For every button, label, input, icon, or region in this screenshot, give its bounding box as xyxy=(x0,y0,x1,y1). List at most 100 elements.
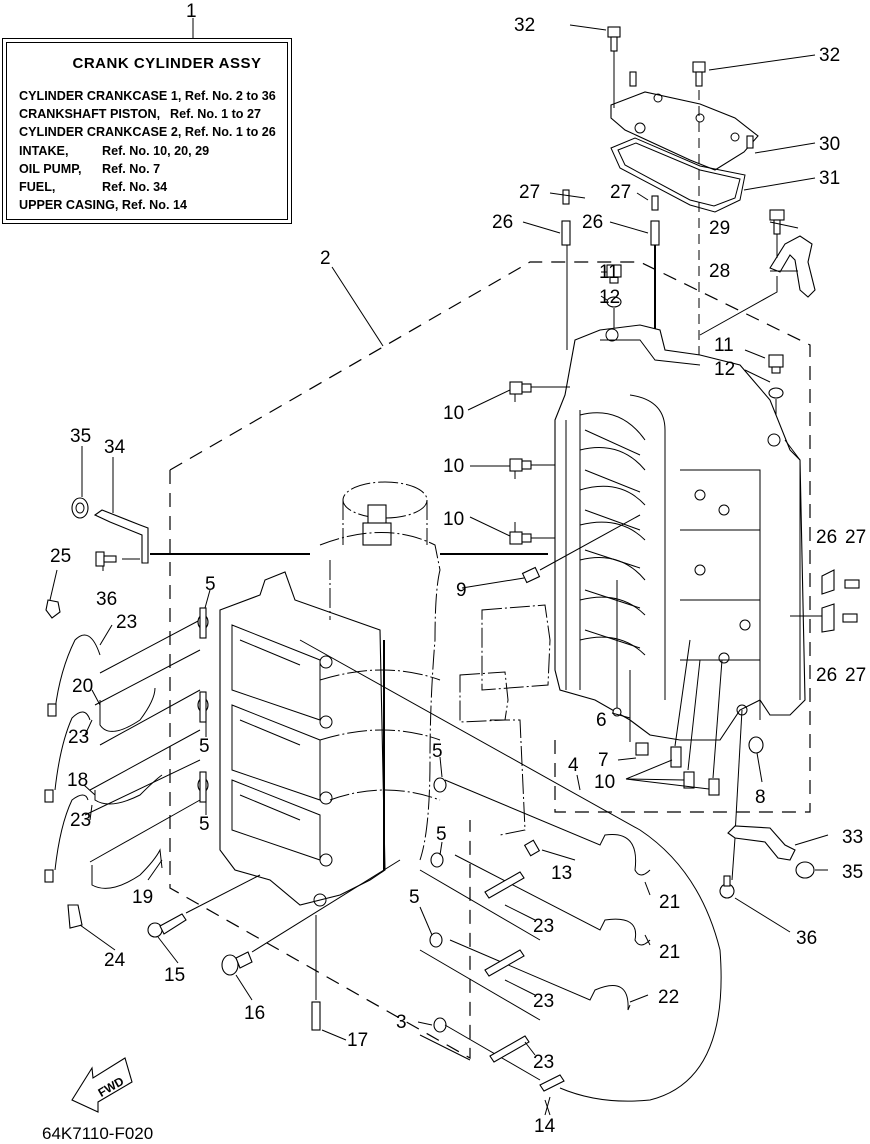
legend-row-ref: Ref. No. 1 to 26 xyxy=(184,125,276,140)
legend-row: CRANKSHAFT PISTON,Ref. No. 1 to 27 xyxy=(19,105,276,123)
crankcase-block xyxy=(554,324,806,741)
legend-row: INTAKE,Ref. No. 10, 20, 29 xyxy=(19,142,276,160)
legend-row: CYLINDER CRANKCASE 2, Ref. No. 1 to 26 xyxy=(19,123,276,141)
callout-16: 16 xyxy=(244,1003,265,1024)
legend-row: CYLINDER CRANKCASE 1, Ref. No. 2 to 36 xyxy=(19,87,276,105)
legend-row-name: CYLINDER CRANKCASE 1, xyxy=(19,89,182,103)
callout-1: 1 xyxy=(186,1,197,22)
callout-21: 21 xyxy=(659,942,680,963)
callout-2: 2 xyxy=(320,248,331,269)
legend-title: CRANK CYLINDER ASSY xyxy=(72,55,262,72)
clip-24 xyxy=(67,904,83,929)
bracket-28 xyxy=(699,209,816,336)
callout-34: 34 xyxy=(104,437,126,458)
plug-bolt-11-12-right xyxy=(768,354,784,440)
fuel-lever-34 xyxy=(93,457,149,564)
intake-fitting-10a xyxy=(509,381,570,402)
callout-27: 27 xyxy=(610,182,631,203)
legend-row: OIL PUMP,Ref. No. 7 xyxy=(19,160,276,178)
plug-bolt-11-12-top xyxy=(606,264,622,340)
callout-17: 17 xyxy=(347,1030,368,1051)
callout-22: 22 xyxy=(658,987,679,1008)
legend-rows: CYLINDER CRANKCASE 1, Ref. No. 2 to 36 C… xyxy=(19,87,276,214)
legend-row-name: FUEL, xyxy=(19,180,56,195)
leader-line xyxy=(331,266,384,347)
callout-12: 12 xyxy=(599,287,620,308)
legend-row-name: OIL PUMP, xyxy=(19,161,82,176)
bolt-32a xyxy=(607,26,621,108)
callout-8: 8 xyxy=(755,787,766,808)
callout-18: 18 xyxy=(67,770,88,791)
legend-inner-border: CRANK CYLINDER ASSY CYLINDER CRANKCASE 1… xyxy=(6,42,288,220)
check-valve-5-left xyxy=(197,607,209,803)
intake-fitting-10b xyxy=(509,458,555,479)
legend-row-ref: Ref. No. 2 to 36 xyxy=(184,89,276,103)
callout-26: 26 xyxy=(816,527,837,548)
callout-26: 26 xyxy=(816,665,837,686)
forward-arrow-icon: FWD xyxy=(71,1057,133,1113)
callout-3: 3 xyxy=(396,1012,407,1033)
clip-25 xyxy=(45,599,61,619)
bolt-32b xyxy=(692,61,706,380)
legend-row-ref: Ref. No. 34 xyxy=(102,180,168,195)
callout-10: 10 xyxy=(443,403,464,424)
callout-23: 23 xyxy=(533,1052,554,1073)
drawing-code: 64K7110-F020 xyxy=(42,1124,154,1143)
callout-23: 23 xyxy=(68,727,89,748)
cap-35-left xyxy=(71,446,89,519)
callout-30: 30 xyxy=(819,134,840,155)
callout-13: 13 xyxy=(551,863,572,884)
bolt-16 xyxy=(221,859,401,976)
legend-row-ref: Ref. No. 1 to 27 xyxy=(170,107,261,122)
callout-32: 32 xyxy=(514,15,535,36)
callout-25: 25 xyxy=(50,546,71,567)
callout-33: 33 xyxy=(842,827,863,848)
callout-20: 20 xyxy=(72,676,93,697)
callout-15: 15 xyxy=(164,965,185,986)
valve-cover-gasket xyxy=(610,137,746,213)
callout-5: 5 xyxy=(409,887,420,908)
callout-11: 11 xyxy=(599,262,619,283)
bolt-15 xyxy=(147,874,261,938)
legend-row-name: UPPER CASING, xyxy=(19,198,119,213)
bolt-36-left xyxy=(95,551,140,567)
hoses-center xyxy=(299,639,722,1116)
callout-28: 28 xyxy=(709,261,730,282)
callout-35: 35 xyxy=(842,862,863,883)
callout-23: 23 xyxy=(533,991,554,1012)
legend-row-ref: Ref. No. 14 xyxy=(121,198,187,213)
callout-36: 36 xyxy=(796,928,817,949)
clip-26-top-right xyxy=(650,195,660,330)
callout-31: 31 xyxy=(819,168,840,189)
intake-fitting-10c xyxy=(509,522,555,545)
callout-27: 27 xyxy=(845,527,866,548)
callout-10: 10 xyxy=(594,772,615,793)
callout-27: 27 xyxy=(519,182,540,203)
callout-35: 35 xyxy=(70,426,91,447)
callout-24: 24 xyxy=(104,950,126,971)
callout-27: 27 xyxy=(845,665,866,686)
fuel-lever-33 xyxy=(727,825,796,881)
callout-23: 23 xyxy=(70,810,91,831)
callout-5: 5 xyxy=(199,736,210,757)
callout-21: 21 xyxy=(659,892,680,913)
legend-row-name: CYLINDER CRANKCASE 2, xyxy=(19,125,182,140)
stud-17 xyxy=(311,915,321,1031)
callout-5: 5 xyxy=(199,814,210,835)
callout-10: 10 xyxy=(443,509,464,530)
callout-labels: 1 2 3 4 5 5 5 5 5 5 6 7 8 9 10 10 10 10 … xyxy=(50,1,866,1137)
callout-10: 10 xyxy=(443,456,464,477)
legend-row: FUEL, Ref. No. 34 xyxy=(19,178,276,196)
callout-26: 26 xyxy=(492,212,513,233)
clip-26-top-left xyxy=(561,189,571,350)
plug-9 xyxy=(521,514,641,584)
callout-6: 6 xyxy=(596,710,607,731)
callout-5: 5 xyxy=(205,574,216,595)
callout-26: 26 xyxy=(582,212,603,233)
callout-11: 11 xyxy=(714,335,734,356)
cylinder-block xyxy=(219,571,386,907)
assembly-legend-box: CRANK CYLINDER ASSY CYLINDER CRANKCASE 1… xyxy=(2,38,292,224)
hoses-left xyxy=(44,619,201,889)
callout-29: 29 xyxy=(709,218,730,239)
callout-36: 36 xyxy=(96,589,117,610)
